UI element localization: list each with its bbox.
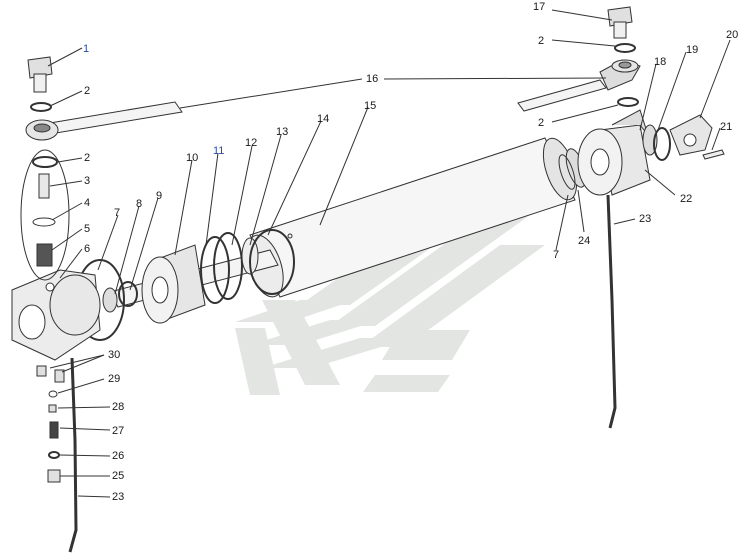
piston-10	[141, 244, 206, 324]
banjo-bolt-1	[27, 56, 53, 93]
callout-2: 2	[84, 152, 90, 164]
callout-17: 17	[533, 1, 545, 13]
callout-3: 3	[84, 175, 90, 187]
callout-10: 10	[186, 152, 198, 164]
callout-16: 16	[366, 73, 378, 85]
callout-22: 22	[680, 193, 692, 205]
washer-2-lower-right	[617, 97, 639, 107]
callout-23: 23	[112, 491, 124, 503]
washer-2-mid-left	[32, 156, 58, 168]
valve-group-outline	[20, 149, 70, 281]
callout-30: 30	[108, 349, 120, 361]
callout-9: 9	[156, 190, 162, 202]
callout-labels: 1 2 2 3 4 5 6 7 8 9 10 11 12 13 14 15 16…	[83, 1, 738, 503]
front-banjo-tube	[25, 101, 183, 141]
seal-ring-11	[200, 236, 230, 304]
callout-24: 24	[578, 235, 590, 247]
spring-5	[36, 243, 53, 267]
callout-2: 2	[84, 85, 90, 97]
callout-2: 2	[538, 35, 544, 47]
plug-30a	[36, 365, 47, 377]
callout-25: 25	[112, 470, 124, 482]
callout-23: 23	[639, 213, 651, 225]
washer-2-top-right	[614, 43, 636, 53]
callout-14: 14	[317, 113, 329, 125]
spring-27	[49, 421, 59, 439]
callout-28: 28	[112, 401, 124, 413]
callout-12: 12	[245, 137, 257, 149]
callout-19: 19	[686, 44, 698, 56]
callout-11: 11	[213, 145, 224, 157]
rear-banjo-tube	[517, 59, 641, 112]
seal-ring-12	[213, 232, 243, 300]
plug-30b	[54, 369, 65, 383]
callout-20: 20	[726, 29, 738, 41]
callout-7: 7	[553, 249, 559, 261]
eye-joint-20	[669, 114, 713, 156]
callout-2: 2	[538, 117, 544, 129]
leader-lines	[47, 9, 731, 498]
cylinder-barrel	[246, 137, 578, 298]
seal-4	[32, 217, 56, 227]
ring-19	[653, 127, 671, 161]
callout-18: 18	[654, 56, 666, 68]
plug-25	[47, 469, 61, 483]
rear-end-cap	[577, 109, 651, 196]
callout-29: 29	[108, 373, 120, 385]
callout-6: 6	[84, 243, 90, 255]
o-ring-7-rear	[558, 154, 576, 190]
part-28	[48, 404, 57, 413]
callout-26: 26	[112, 450, 124, 462]
callout-8: 8	[136, 198, 142, 210]
callout-15: 15	[364, 100, 376, 112]
ball-29	[48, 390, 58, 398]
callout-1: 1	[83, 43, 89, 55]
callout-5: 5	[84, 223, 90, 235]
washer-2-top-left	[30, 102, 52, 112]
washer-26	[48, 451, 60, 459]
callout-27: 27	[112, 425, 124, 437]
valve-3	[38, 173, 50, 199]
pin-21	[702, 149, 725, 160]
front-head-6	[11, 269, 101, 361]
callout-7: 7	[114, 207, 120, 219]
callout-13: 13	[276, 126, 288, 138]
rod-23-left	[68, 357, 78, 553]
callout-4: 4	[84, 197, 90, 209]
ring-9	[118, 281, 138, 307]
banjo-bolt-17	[607, 6, 633, 39]
rod-23-right	[606, 194, 617, 429]
bushing-8	[102, 287, 118, 313]
callout-21: 21	[720, 121, 732, 133]
o-ring-14	[249, 229, 295, 295]
